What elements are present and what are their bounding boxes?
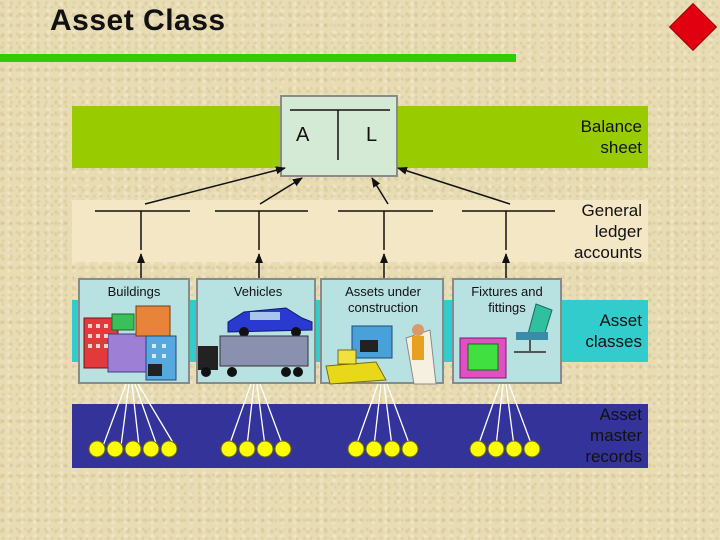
asset-class-label-construction: Assets under construction — [345, 284, 421, 315]
asset-master-record-dot — [469, 440, 487, 458]
asset-class-label-fixtures: Fixtures and fittings — [471, 284, 543, 315]
asset-master-record-dot — [238, 440, 256, 458]
asset-master-record-dot — [383, 440, 401, 458]
balance-sheet-label: Balance sheet — [580, 117, 642, 157]
asset-master-record-dot — [106, 440, 124, 458]
balance-sheet-liabilities-label: L — [366, 124, 378, 146]
asset-master-record-dot — [256, 440, 274, 458]
fixtures-icon — [459, 303, 553, 379]
asset-class-label-vehicles: Vehicles — [233, 284, 283, 299]
construction-icon — [325, 324, 437, 385]
asset-master-record-dot — [88, 440, 106, 458]
gl-account-t-shapes — [95, 210, 555, 250]
asset-master-record-dot — [347, 440, 365, 458]
asset-master-record-dot — [401, 440, 419, 458]
asset-master-record-dot — [487, 440, 505, 458]
asset-classes-label: Asset classes — [585, 311, 642, 351]
asset-master-record-dot — [274, 440, 292, 458]
asset-master-record-dot — [220, 440, 238, 458]
vehicles-icon — [198, 307, 313, 377]
buildings-icon — [83, 305, 177, 381]
balance-sheet-assets-label: A — [296, 124, 310, 146]
general-ledger-label: General ledger accounts — [573, 201, 642, 262]
asset-master-record-dot — [142, 440, 160, 458]
asset-master-record-dot — [365, 440, 383, 458]
asset-master-record-dot — [523, 440, 541, 458]
balance-sheet-box — [280, 95, 398, 177]
asset-master-record-dot — [160, 440, 178, 458]
asset-master-record-dots — [88, 440, 541, 458]
asset-master-records-label: Asset master records — [585, 405, 642, 466]
asset-class-label-buildings: Buildings — [107, 284, 161, 299]
title-underline-bar — [0, 54, 516, 62]
page-title: Asset Class — [50, 4, 226, 37]
asset-master-record-dot — [505, 440, 523, 458]
asset-master-record-dot — [124, 440, 142, 458]
